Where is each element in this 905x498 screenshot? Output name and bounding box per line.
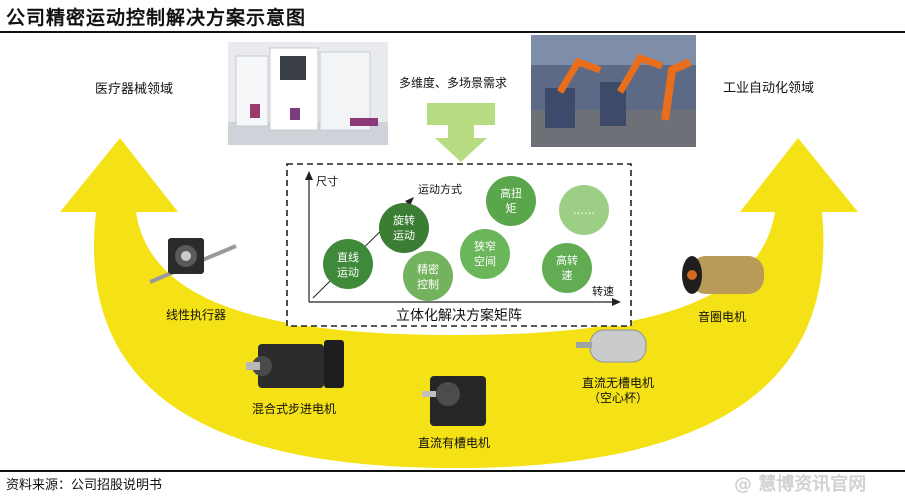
bubble-narrow-space-line1: 狭窄 xyxy=(474,239,496,253)
medical-field-label: 医疗器械领域 xyxy=(95,82,174,97)
y-axis-arrowhead xyxy=(305,171,313,180)
industrial-robot-photo xyxy=(531,35,696,147)
slotless-dc-motor-label: 直流无槽电机 （空心杯） xyxy=(572,376,664,406)
linear-actuator-label: 线性执行器 xyxy=(166,308,227,322)
bubble-precision-control-line2: 控制 xyxy=(417,277,439,291)
bubble-narrow-space xyxy=(460,229,510,279)
bubble-linear-motion-line2: 运动 xyxy=(337,266,359,279)
motion-arrow-label: 运动方式 xyxy=(418,182,462,196)
bubble-linear-motion xyxy=(323,239,373,289)
bubble-more xyxy=(559,185,609,235)
bubble-high-torque-line2: 矩 xyxy=(506,202,517,215)
linear-actuator-image xyxy=(149,238,237,284)
demand-down-arrow xyxy=(427,103,495,162)
slotted-dc-motor-label: 直流有槽电机 xyxy=(418,436,491,450)
bubble-linear-motion-line1: 直线 xyxy=(337,250,359,264)
demand-label: 多维度、多场景需求 xyxy=(399,76,508,90)
slotless-dc-motor-label-line2: （空心杯） xyxy=(587,391,648,405)
bubble-rotary-motion-line2: 运动 xyxy=(393,229,415,242)
medical-lab-photo xyxy=(228,42,388,145)
x-axis-arrowhead xyxy=(612,298,621,306)
hybrid-stepper-label: 混合式步进电机 xyxy=(252,402,337,416)
bubble-high-torque xyxy=(486,176,536,226)
voice-coil-motor-label: 音圈电机 xyxy=(698,310,747,324)
voice-coil-motor-image xyxy=(682,256,764,294)
slotless-dc-motor-image xyxy=(576,329,647,363)
bubble-rotary-motion xyxy=(379,203,429,253)
y-axis-label: 尺寸 xyxy=(316,174,338,188)
slotless-dc-motor-label-line1: 直流无槽电机 xyxy=(581,376,654,390)
x-axis-label: 转速 xyxy=(592,284,614,298)
bubble-narrow-space-line2: 空间 xyxy=(474,254,496,268)
bubble-high-speed xyxy=(542,243,592,293)
page-title: 公司精密运动控制解决方案示意图 xyxy=(6,7,307,29)
matrix-caption: 立体化解决方案矩阵 xyxy=(396,307,522,324)
bubble-high-speed-line1: 高转 xyxy=(556,253,578,267)
bubble-precision-control-line1: 精密 xyxy=(417,262,439,276)
watermark: @ 慧博资讯官网 xyxy=(734,474,867,495)
bubble-rotary-motion-line1: 旋转 xyxy=(393,213,415,227)
solution-bubbles: 直线 运动 旋转 运动 精密 控制 狭窄 空间 高扭 矩 高转 速 …… xyxy=(323,176,609,301)
slotted-dc-motor-image xyxy=(422,376,486,426)
industrial-field-label: 工业自动化领域 xyxy=(723,81,815,96)
hybrid-stepper-image xyxy=(246,340,344,388)
bubble-high-speed-line2: 速 xyxy=(562,269,573,282)
motion-arrowhead xyxy=(405,197,414,206)
source-note: 资料来源：公司招股说明书 xyxy=(6,478,163,493)
title-rule xyxy=(0,31,905,33)
bubble-precision-control xyxy=(403,251,453,301)
bubble-high-torque-line1: 高扭 xyxy=(500,186,522,200)
bubble-more-label: …… xyxy=(573,204,595,217)
footer-rule xyxy=(0,470,905,472)
